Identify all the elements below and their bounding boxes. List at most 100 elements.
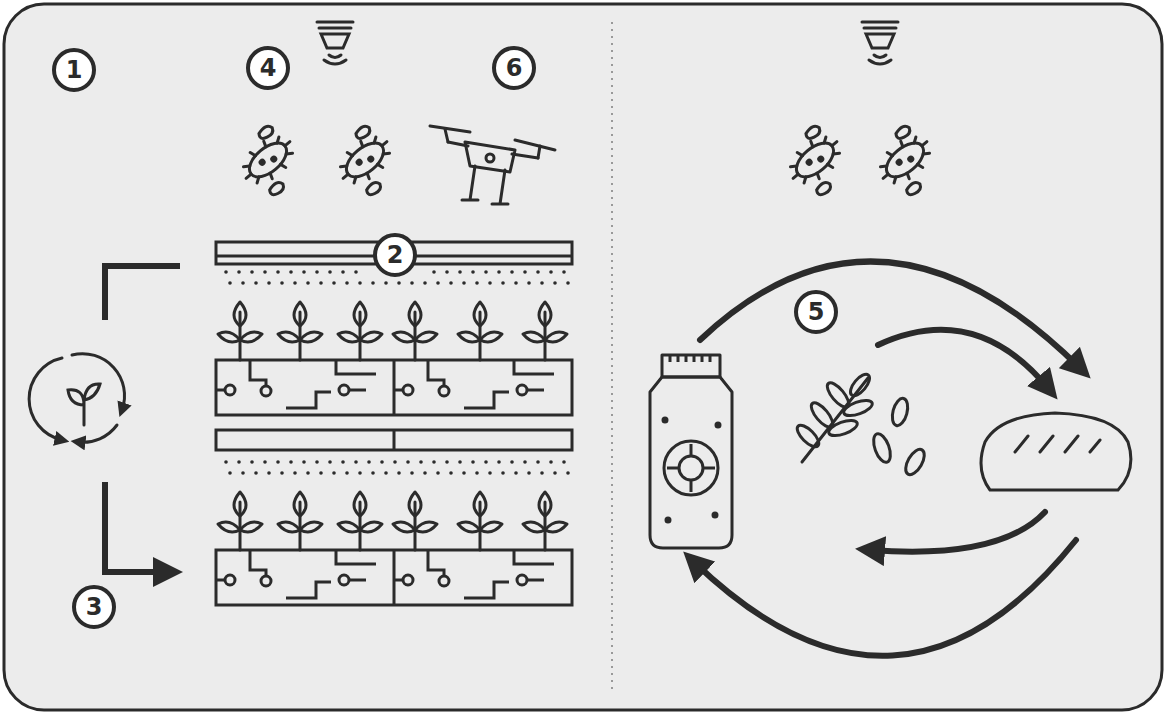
grow-tray bbox=[527, 389, 544, 392]
bacteria-icon bbox=[790, 163, 796, 169]
bacteria-icon bbox=[383, 151, 389, 157]
plant-icon bbox=[359, 312, 362, 360]
grow-tray bbox=[393, 550, 396, 605]
grow-tray bbox=[517, 575, 527, 585]
water-drops bbox=[397, 281, 401, 285]
water-drops bbox=[315, 270, 319, 274]
bacteria-icon bbox=[883, 174, 888, 178]
bacteria-icon bbox=[359, 141, 364, 147]
drone-icon bbox=[515, 140, 555, 150]
water-drops bbox=[328, 460, 332, 464]
water-drops bbox=[371, 281, 375, 285]
plant-icon bbox=[480, 522, 502, 532]
water-drops bbox=[345, 281, 349, 285]
plant-icon bbox=[523, 492, 567, 550]
water-drops bbox=[549, 270, 553, 274]
sensor-icon bbox=[317, 22, 353, 64]
bacteria-icon bbox=[275, 137, 281, 143]
water-drops bbox=[523, 460, 527, 464]
bacteria-icon bbox=[246, 174, 251, 178]
water-drops bbox=[410, 281, 414, 285]
jar-icon bbox=[664, 441, 718, 495]
grow-tray bbox=[394, 389, 402, 392]
bacteria-icon bbox=[922, 142, 927, 146]
callout-circle: 4 bbox=[246, 46, 290, 90]
plant-icon bbox=[458, 332, 480, 342]
plant-icon bbox=[218, 492, 262, 550]
plant-icon bbox=[218, 302, 262, 360]
plant-icon bbox=[523, 332, 545, 342]
plant-icon bbox=[218, 302, 567, 550]
sensor-icon bbox=[862, 22, 898, 48]
bacteria-icon bbox=[880, 163, 886, 169]
plant-icon bbox=[545, 332, 567, 342]
water-drops bbox=[358, 471, 362, 475]
divider bbox=[611, 22, 613, 692]
callout-circle: 1 bbox=[52, 48, 96, 92]
bacteria-icon bbox=[340, 163, 346, 169]
cycle-bracket bbox=[105, 266, 180, 572]
sensor-icon bbox=[329, 55, 341, 58]
grow-tray bbox=[527, 579, 544, 582]
water-drops bbox=[237, 460, 241, 464]
bacteria-icon bbox=[804, 124, 822, 141]
plant-icon bbox=[278, 332, 300, 342]
bacteria-icon bbox=[818, 156, 824, 162]
bacteria-icon bbox=[828, 163, 833, 169]
cycle-arrow bbox=[694, 540, 1076, 656]
wheat-icon bbox=[870, 432, 893, 465]
water-drops bbox=[228, 281, 232, 285]
water-drops bbox=[527, 281, 531, 285]
callout-circle: 3 bbox=[72, 585, 116, 629]
jar-icon bbox=[679, 456, 703, 480]
water-drops bbox=[315, 460, 319, 464]
bacteria-icon bbox=[899, 141, 904, 147]
callout-number: 1 bbox=[66, 58, 83, 82]
plant-icon bbox=[415, 522, 437, 532]
water-drops bbox=[224, 270, 228, 274]
bacteria-icon bbox=[887, 151, 892, 157]
bacteria-icon bbox=[271, 156, 277, 162]
bacteria-icon bbox=[365, 180, 383, 197]
water-drops bbox=[423, 471, 427, 475]
irrigation-bar bbox=[216, 430, 572, 450]
water-drops bbox=[358, 281, 362, 285]
grow-tray bbox=[349, 579, 366, 582]
grow-tray bbox=[261, 576, 271, 586]
plant-icon bbox=[458, 522, 480, 532]
water-drops bbox=[436, 471, 440, 475]
water-drops bbox=[514, 471, 518, 475]
water-drops bbox=[332, 281, 336, 285]
sensor-icon bbox=[324, 60, 346, 64]
grow-tray bbox=[439, 576, 449, 586]
callout-circle: 5 bbox=[794, 290, 838, 334]
water-drops bbox=[319, 471, 323, 475]
water-drops bbox=[302, 460, 306, 464]
bacteria-icon bbox=[340, 137, 389, 184]
water-drops bbox=[241, 471, 245, 475]
plant-icon bbox=[278, 492, 322, 550]
callout-number: 6 bbox=[506, 56, 523, 80]
bacteria-icon bbox=[243, 137, 292, 184]
divider bbox=[611, 22, 613, 692]
bacteria-icon bbox=[923, 151, 929, 157]
drone-icon bbox=[445, 129, 448, 142]
bacteria-icon bbox=[822, 137, 828, 143]
water-drops bbox=[562, 460, 566, 464]
bacteria-icon bbox=[896, 160, 902, 166]
plant-icon bbox=[545, 522, 567, 532]
water-drops bbox=[319, 281, 323, 285]
bacteria-icon bbox=[793, 174, 798, 178]
drone-icon bbox=[538, 146, 540, 158]
bacteria-icon bbox=[368, 156, 374, 162]
plant-icon bbox=[338, 492, 382, 550]
water-drops bbox=[280, 281, 284, 285]
water-drops bbox=[341, 270, 345, 274]
bacteria-icon bbox=[905, 180, 923, 197]
grow-tray bbox=[349, 389, 366, 392]
grow-tray bbox=[216, 389, 224, 392]
bacteria-icon bbox=[255, 177, 261, 183]
bacteria-icon bbox=[832, 142, 837, 146]
